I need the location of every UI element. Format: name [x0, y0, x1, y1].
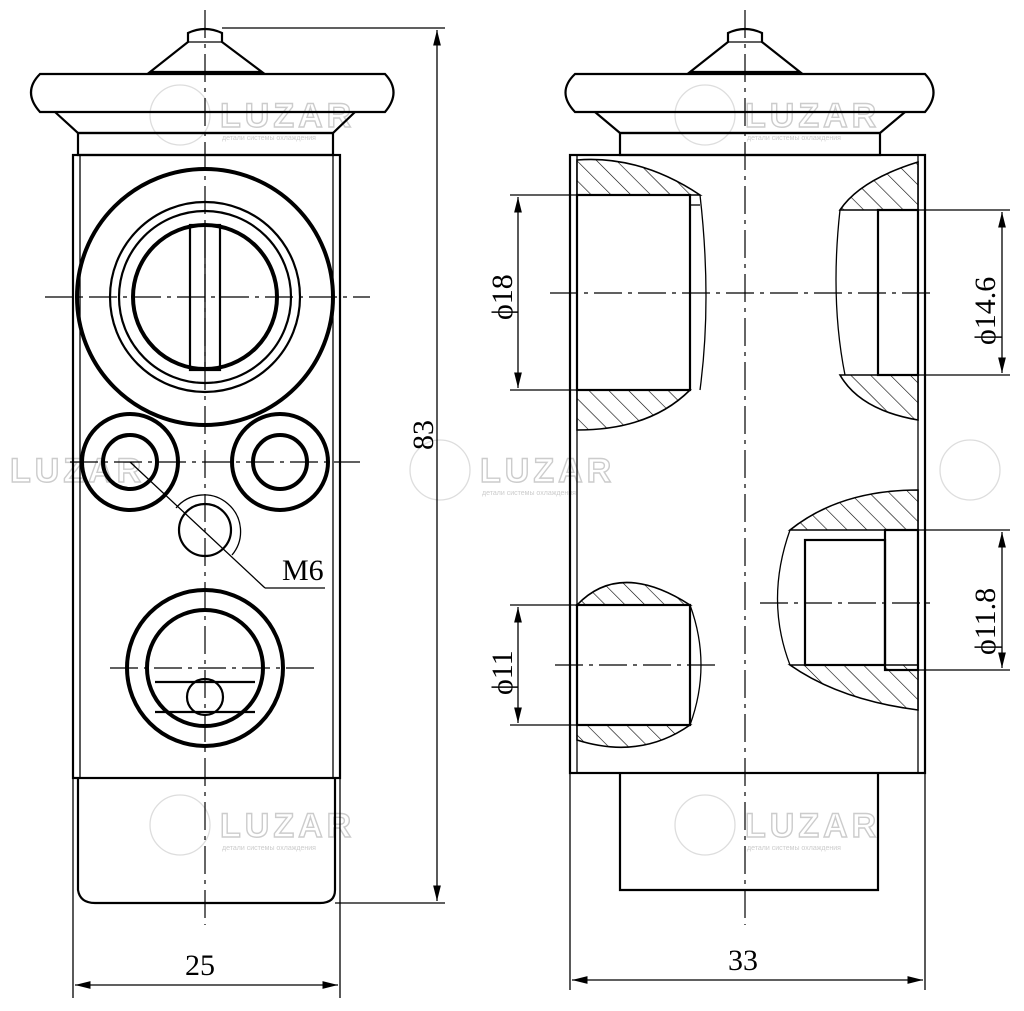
svg-text:детали системы охлаждения: детали системы охлаждения — [222, 845, 316, 852]
svg-text:LUZAR: LUZAR — [220, 97, 355, 135]
height-dimension: 83 — [407, 420, 440, 450]
front-width-dimension: 25 — [185, 949, 215, 982]
bore-bottom-right-dimension: ϕ11.8 — [969, 588, 1002, 655]
svg-text:LUZAR: LUZAR — [745, 807, 880, 845]
svg-text:детали системы охлаждения: детали системы охлаждения — [747, 845, 841, 852]
svg-text:LUZAR: LUZAR — [745, 97, 880, 135]
svg-text:детали системы охлаждения: детали системы охлаждения — [747, 135, 841, 142]
svg-text:LUZAR: LUZAR — [10, 452, 145, 490]
svg-text:LUZAR: LUZAR — [480, 452, 615, 490]
thread-label: M6 — [282, 554, 324, 587]
bore-top-right-dimension: ϕ14.6 — [969, 277, 1002, 345]
side-view: ϕ18 ϕ14.6 ϕ11.8 ϕ11 33 — [486, 10, 1010, 990]
svg-text:LUZAR: LUZAR — [220, 807, 355, 845]
front-view: M6 83 25 — [29, 10, 445, 998]
bore-top-left-dimension: ϕ18 — [486, 274, 519, 320]
side-width-dimension: 33 — [728, 944, 758, 977]
bore-bottom-left-dimension: ϕ11 — [486, 650, 519, 695]
svg-text:детали системы охлаждения: детали системы охлаждения — [222, 135, 316, 142]
svg-text:детали системы охлаждения: детали системы охлаждения — [482, 490, 576, 497]
